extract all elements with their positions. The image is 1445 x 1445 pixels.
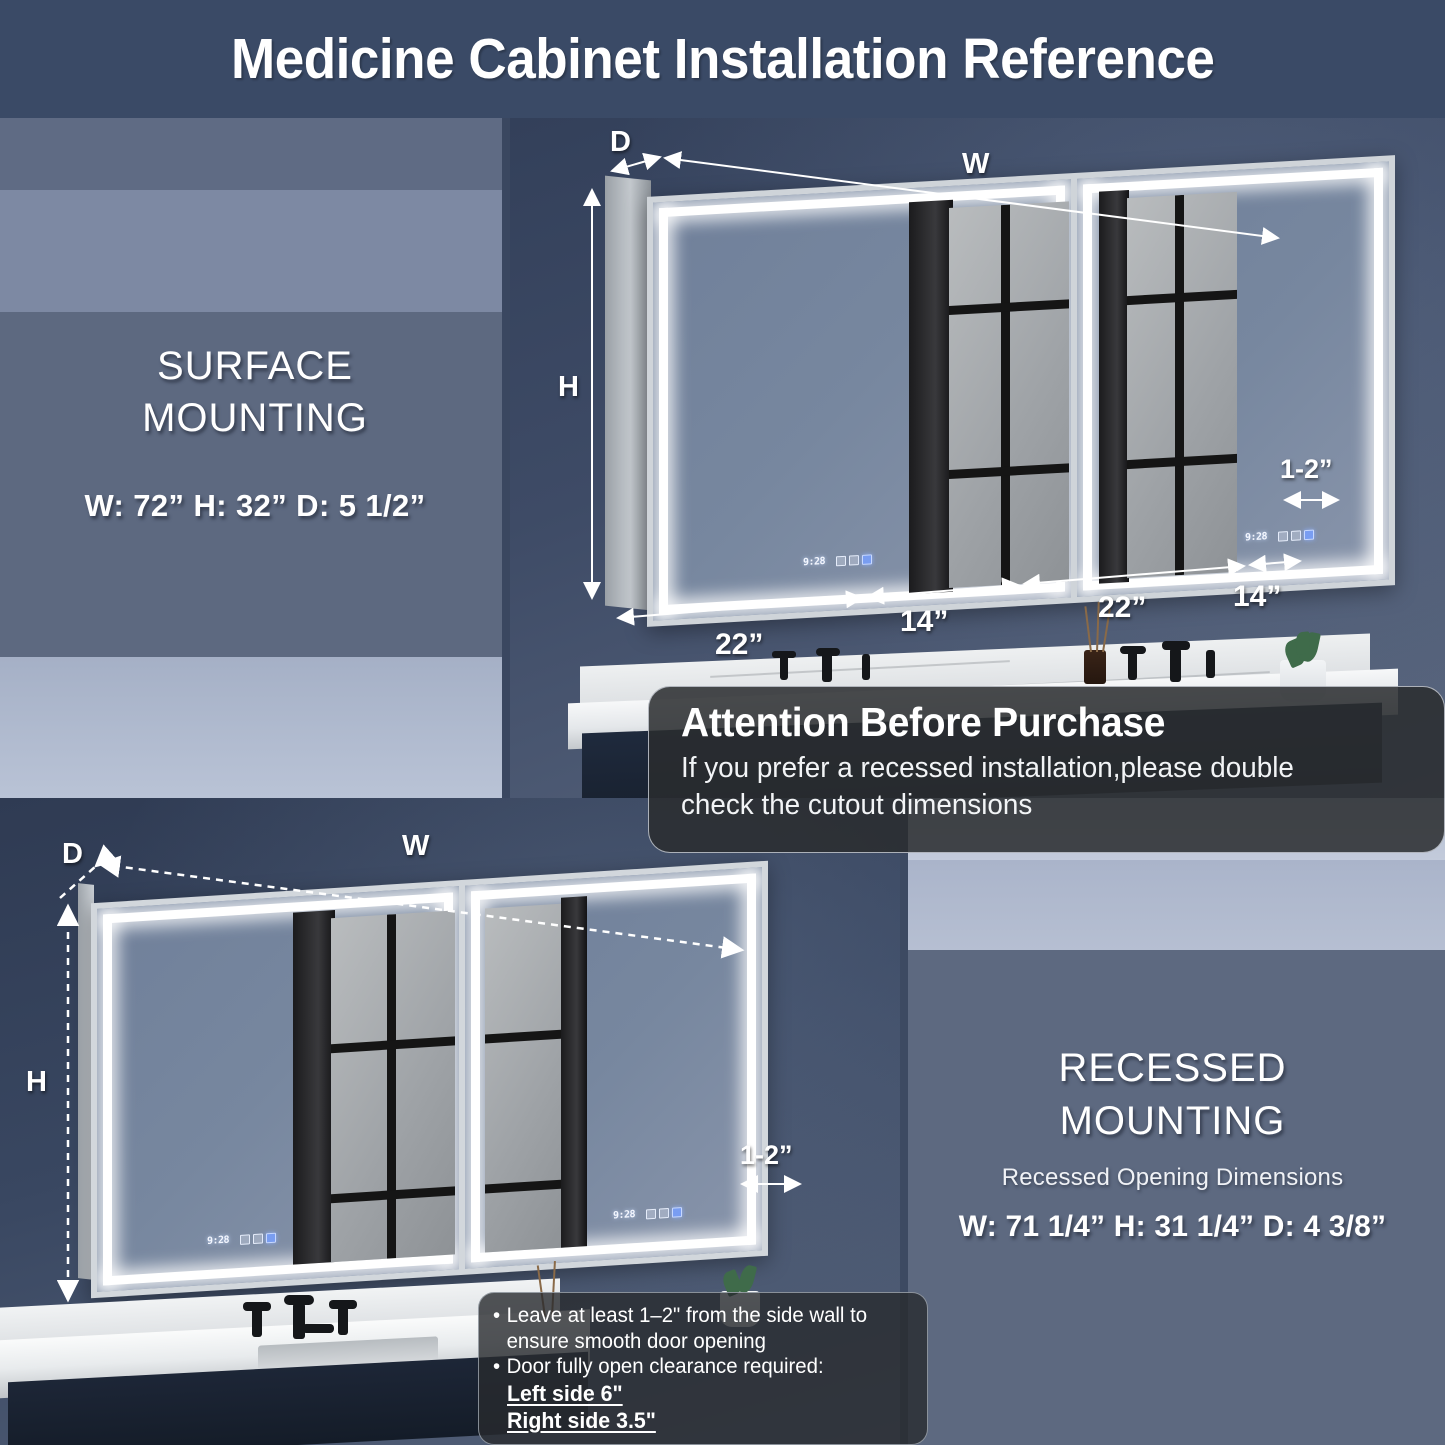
note-bullet-1: • Leave at least 1–2" from the side wall… xyxy=(493,1303,900,1329)
surface-title-line1: SURFACE xyxy=(157,344,353,388)
bottom-faucet-handle-right xyxy=(338,1305,348,1335)
note-emphasis-right: Right side 3.5" xyxy=(507,1408,656,1434)
faucet-handle-left xyxy=(780,654,788,680)
recessed-text-block: RECESSED MOUNTING Recessed Opening Dimen… xyxy=(900,1042,1445,1244)
attention-body-line1: If you prefer a recessed installation,pl… xyxy=(681,752,1294,785)
note-emphasis-left: Left side 6" xyxy=(507,1380,623,1406)
panel-band-bottom xyxy=(0,657,510,798)
surface-dimension-arrows xyxy=(583,151,1340,626)
panel-right-edge xyxy=(502,118,510,798)
page-title: Medicine Cabinet Installation Reference xyxy=(230,27,1215,91)
surface-info-panel: SURFACE MOUNTING W: 72” H: 32” D: 5 1/2” xyxy=(0,118,510,798)
installation-notes-callout: • Leave at least 1–2" from the side wall… xyxy=(478,1292,928,1445)
note-bullet-1-cont-text: ensure smooth door opening xyxy=(506,1329,766,1353)
bottom-faucet-cross-left xyxy=(243,1302,271,1311)
right-panel-band-2 xyxy=(900,860,1445,950)
recessed-dimensions: W: 71 1/4” H: 31 1/4” D: 4 3/8” xyxy=(958,1209,1387,1243)
surface-side-clearance: 1-2” xyxy=(1280,454,1333,484)
attention-callout: Attention Before Purchase If you prefer … xyxy=(648,686,1445,853)
right-panel-left-edge xyxy=(900,798,908,1445)
note-bullet-1-text: Leave at least 1–2" from the side wall t… xyxy=(506,1304,868,1327)
surface-label-height: H xyxy=(558,371,579,403)
note-bullet-2-text: Door fully open clearance required: xyxy=(506,1355,824,1379)
page-header: Medicine Cabinet Installation Reference xyxy=(0,0,1445,118)
recessed-title-line1: RECESSED xyxy=(1058,1046,1287,1090)
surface-door-width-3: 22” xyxy=(1098,591,1147,624)
surface-mount-photo: 9:28 xyxy=(510,118,1445,798)
panel-band-top xyxy=(0,118,510,190)
surface-label-width: W xyxy=(962,148,990,180)
bullet-dot-icon: • xyxy=(493,1304,501,1327)
faucet-cross-left-2 xyxy=(816,648,840,656)
faucet-cross-right xyxy=(1120,646,1146,654)
bottom-faucet-arm xyxy=(302,1324,334,1333)
recessed-mount-photo: 9:28 xyxy=(0,798,900,1445)
faucet-handle-right-2 xyxy=(1206,650,1215,678)
recessed-title-line2: MOUNTING xyxy=(1059,1098,1286,1143)
right-panel-band-3 xyxy=(900,950,1445,1445)
surface-mounting-section: SURFACE MOUNTING W: 72” H: 32” D: 5 1/2” xyxy=(0,118,1445,798)
surface-dimensions: W: 72” H: 32” D: 5 1/2” xyxy=(84,488,426,523)
attention-body-line2: check the cutout dimensions xyxy=(681,788,1033,821)
note-bullet-1-cont: ensure smooth door opening xyxy=(493,1329,900,1355)
faucet-handle-right xyxy=(1128,650,1137,680)
faucet-cross-left xyxy=(772,651,796,658)
bottom-faucet-handle-left xyxy=(252,1307,262,1337)
faucet-spout-left xyxy=(822,650,832,682)
diffuser-bottle xyxy=(1084,650,1106,684)
surface-mount-text-block: SURFACE MOUNTING W: 72” H: 32” D: 5 1/2” xyxy=(0,340,510,524)
recessed-label-depth: D xyxy=(62,838,83,870)
surface-door-width-1: 22” xyxy=(715,628,764,661)
faucet-handle-left-2 xyxy=(862,654,870,680)
recessed-label-height: H xyxy=(26,1066,47,1098)
surface-label-depth: D xyxy=(610,126,631,158)
note-emphasis-1-wrap: Left side 6" xyxy=(493,1380,913,1407)
note-emphasis-2-wrap: Right side 3.5" xyxy=(493,1407,913,1434)
surface-door-width-4: 14” xyxy=(1233,580,1282,613)
note-bullet-2: • Door fully open clearance required: xyxy=(493,1354,900,1380)
faucet-spout-right xyxy=(1170,648,1181,682)
attention-title: Attention Before Purchase xyxy=(681,699,1166,745)
recessed-info-panel: RECESSED MOUNTING Recessed Opening Dimen… xyxy=(900,798,1445,1445)
panel-band-mid xyxy=(0,312,510,657)
recessed-subtitle: Recessed Opening Dimensions xyxy=(1001,1163,1344,1191)
recessed-dimension-arrows xyxy=(56,844,802,1303)
recessed-mounting-section: 9:28 xyxy=(0,798,1445,1445)
bullet-dot-icon-2: • xyxy=(493,1355,501,1379)
recessed-side-clearance: 1-2” xyxy=(740,1140,793,1170)
bottom-faucet-cross-right xyxy=(329,1300,357,1309)
faucet-cross-right-2 xyxy=(1162,641,1190,650)
surface-door-width-2: 14” xyxy=(900,605,949,638)
surface-title-line2: MOUNTING xyxy=(142,396,368,440)
bottom-faucet-cross-center xyxy=(284,1295,314,1305)
recessed-label-width: W xyxy=(402,830,430,862)
panel-band-light xyxy=(0,190,510,312)
